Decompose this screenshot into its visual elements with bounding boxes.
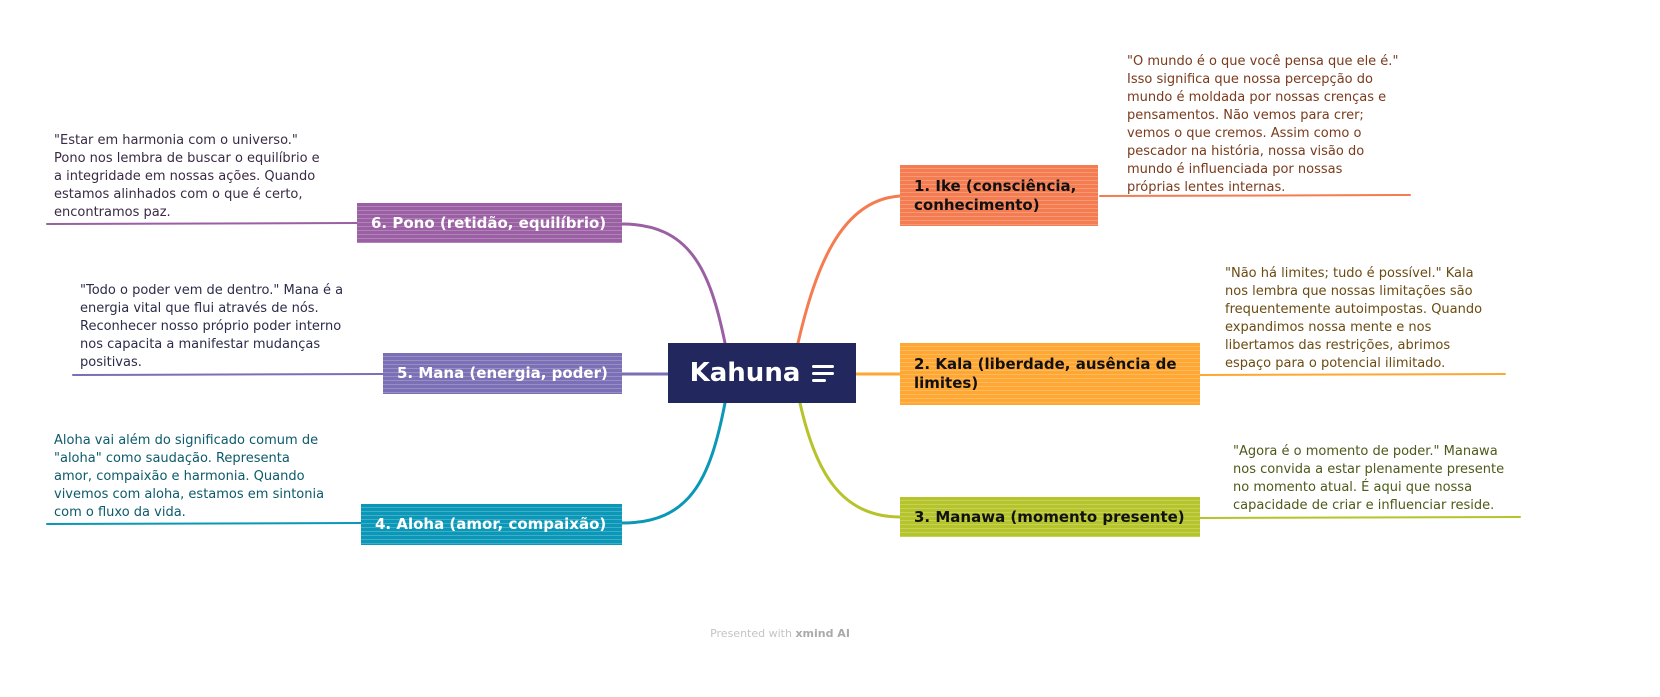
underline-ike (1099, 194, 1411, 197)
connector-ike (796, 194, 902, 345)
underline-mana (72, 373, 384, 376)
topic-ike[interactable]: 1. Ike (consciência, conhecimento) (900, 165, 1098, 226)
topic-kala[interactable]: 2. Kala (liberdade, ausência de limites) (900, 343, 1200, 405)
note-ike: "O mundo é o que você pensa que ele é." … (1127, 54, 1399, 195)
menu-lines-icon[interactable] (812, 364, 835, 382)
connector-pono (620, 222, 727, 345)
note-aloha: Aloha vai além do significado comum de "… (54, 433, 325, 520)
underline-kala (1199, 373, 1506, 376)
topic-pono[interactable]: 6. Pono (retidão, equilíbrio) (357, 203, 622, 243)
footer-credit: Presented with xmind AI (710, 627, 850, 640)
topic-manawa[interactable]: 3. Manawa (momento presente) (900, 497, 1200, 537)
central-topic[interactable]: Kahuna (668, 343, 856, 403)
topic-aloha[interactable]: 4. Aloha (amor, compaixão) (361, 504, 622, 545)
underline-pono (46, 222, 358, 225)
topic-mana[interactable]: 5. Mana (energia, poder) (383, 353, 622, 394)
underline-manawa (1199, 516, 1521, 519)
connector-manawa (798, 401, 902, 519)
note-mana: "Todo o poder vem de dentro." Mana é a e… (80, 283, 344, 370)
central-topic-title: Kahuna (689, 358, 801, 388)
xmind-brand: xmind AI (795, 627, 850, 640)
underline-aloha (46, 522, 362, 525)
note-manawa: "Agora é o momento de poder." Manawa nos… (1233, 444, 1505, 513)
connector-aloha (620, 401, 727, 525)
note-pono: "Estar em harmonia com o universo." Pono… (54, 133, 320, 220)
note-kala: "Não há limites; tudo é possível." Kala … (1225, 266, 1483, 371)
